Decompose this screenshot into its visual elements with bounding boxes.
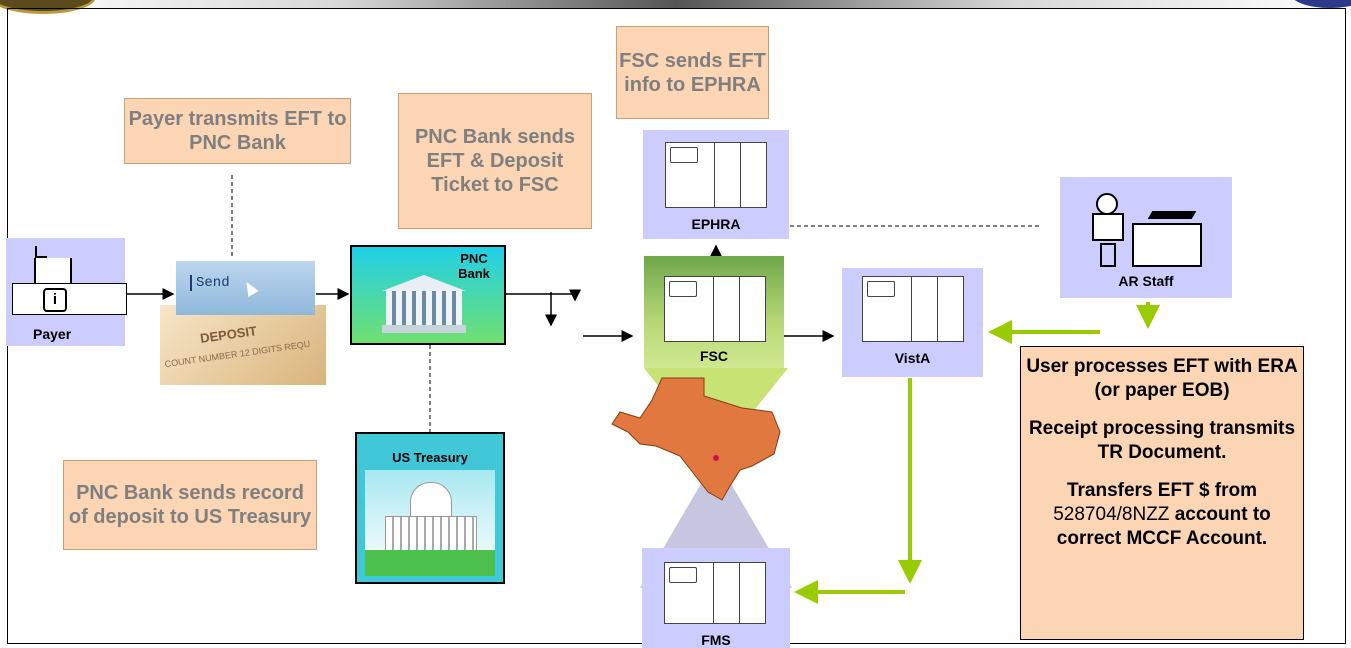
ephra-label: EPHRA [691, 216, 741, 232]
pnc-bank-node: PNC Bank [350, 245, 506, 345]
payer-node: i Payer [6, 238, 127, 346]
deposit-label: DEPOSIT [199, 323, 258, 346]
vista-node: VistA [842, 268, 983, 377]
note-payer-transmits: Payer transmits EFT to PNC Bank [124, 98, 351, 164]
payer-label: Payer [33, 326, 72, 342]
info-icon: i [43, 288, 67, 312]
vista-label: VistA [894, 350, 931, 366]
capitol-icon [365, 470, 495, 576]
us-treasury-node: US Treasury [355, 432, 505, 584]
title-bar-decoration [0, 0, 1351, 8]
user-process-line3: Transfers EFT $ from 528704/8NZZ account… [1021, 479, 1303, 551]
note-pnc-record: PNC Bank sends record of deposit to US T… [63, 460, 317, 550]
server-icon [862, 276, 964, 342]
pnc-bank-label: PNC Bank [458, 251, 490, 281]
staff-desk-icon [1090, 193, 1202, 267]
user-process-line1: User processes EFT with ERA (or paper EO… [1026, 356, 1298, 401]
user-process-line3-a: Transfers EFT $ from [1066, 480, 1258, 501]
user-process-line2: Receipt processing transmits TR Document… [1028, 418, 1296, 463]
note-fsc-sends: FSC sends EFT info to EPHRA [616, 26, 769, 119]
ephra-node: EPHRA [643, 130, 789, 239]
payer-device: i [12, 283, 127, 315]
server-icon [664, 276, 766, 342]
ar-staff-node: AR Staff [1060, 177, 1232, 298]
send-label: Send [190, 275, 230, 291]
fms-label: FMS [701, 632, 731, 648]
seal-right-icon [1290, 0, 1351, 8]
us-treasury-label: US Treasury [392, 450, 468, 465]
send-image: Send [176, 261, 315, 315]
texas-map-icon [611, 377, 781, 501]
server-icon [664, 562, 766, 624]
ar-staff-label: AR Staff [1118, 273, 1174, 289]
user-process-box: User processes EFT with ERA (or paper EO… [1020, 346, 1304, 640]
fsc-label: FSC [700, 348, 728, 364]
cursor-icon [241, 278, 259, 298]
server-icon [665, 142, 767, 208]
note-pnc-sends: PNC Bank sends EFT & Deposit Ticket to F… [398, 93, 592, 229]
payer-handle-icon [35, 246, 47, 258]
user-process-line3-b: account to correct MCCF Account. [1056, 504, 1271, 549]
account-number: 528704/8NZZ [1053, 504, 1170, 525]
deposit-image: DEPOSIT COUNT NUMBER 12 DIGITS REQU [160, 305, 326, 385]
fsc-node: FSC [644, 256, 784, 368]
bank-building-icon [382, 275, 466, 333]
deposit-sublabel: COUNT NUMBER 12 DIGITS REQU [164, 338, 311, 370]
fms-node: FMS [642, 548, 790, 648]
